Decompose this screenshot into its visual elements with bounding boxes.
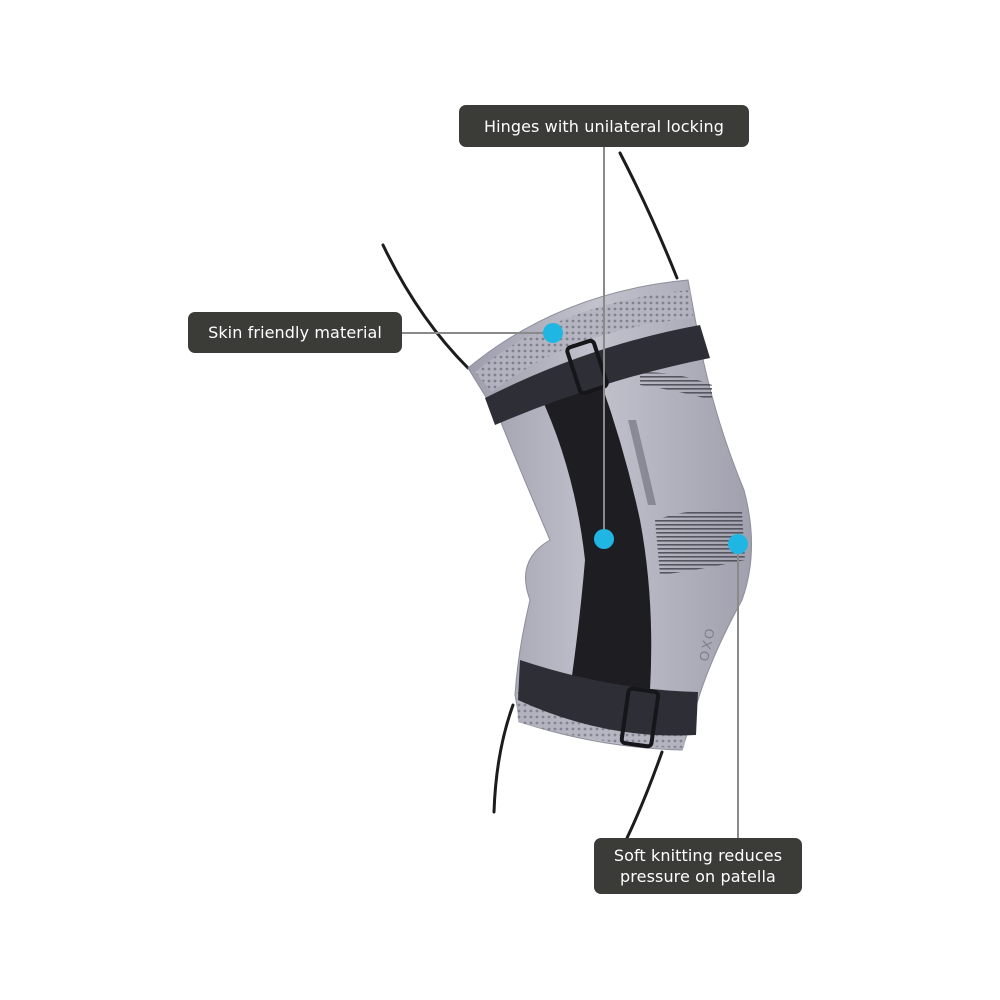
upper-stripes [640,372,712,400]
callout-skin: Skin friendly material [188,312,402,353]
callout-soft-line1: Soft knitting reduces [613,846,783,865]
brand-mark: OXO [696,625,718,662]
lower-strap-buckle [619,686,661,749]
callout-hinges: Hinges with unilateral locking [459,105,749,147]
thigh-outline-right [618,151,679,280]
side-stripes [628,420,656,505]
callout-soft-line2: pressure on patella [620,867,776,886]
callout-soft: Soft knitting reduces pressure on patell… [594,838,802,894]
patella-stripes [655,509,745,575]
shin-outline-right [625,750,664,840]
upper-strap-buckle [565,338,609,396]
marker-hinges [594,529,614,549]
marker-skin [543,323,563,343]
marker-soft [728,534,748,554]
upper-strap [485,325,710,425]
shin-outline-left [492,703,515,814]
callout-hinges-text: Hinges with unilateral locking [483,116,725,136]
thigh-outline-left [381,243,470,370]
lower-strap [518,660,698,736]
callout-skin-text: Skin friendly material [208,323,382,342]
